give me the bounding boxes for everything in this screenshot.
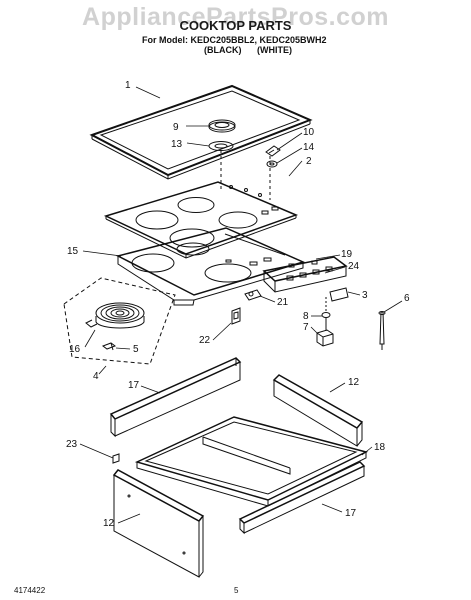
- part-connector: [244, 289, 262, 301]
- callout-8: 8: [303, 311, 309, 322]
- callout-7: 7: [303, 322, 309, 333]
- part-tray-clip: [112, 453, 120, 464]
- element-callout-box: [63, 277, 176, 365]
- diagram-title: COOKTOP PARTS: [179, 18, 292, 33]
- model-line: For Model: KEDC205BBL2, KEDC205BWH2: [142, 35, 327, 45]
- callout-3: 3: [362, 290, 368, 301]
- watermark-text: AppliancePartsPros.com: [82, 3, 389, 31]
- callout-14: 14: [303, 142, 315, 153]
- callout-12-right: 12: [348, 377, 360, 388]
- callout-21: 21: [277, 297, 289, 308]
- callout-6: 6: [404, 293, 410, 304]
- part-control-bracket: [262, 256, 349, 302]
- callout-15: 15: [67, 246, 79, 257]
- part-terminal-rod: [378, 311, 386, 350]
- callout-10: 10: [303, 127, 315, 138]
- callout-5: 5: [133, 344, 139, 355]
- part-side-panel-left: [112, 469, 205, 578]
- callout-19: 19: [341, 249, 353, 260]
- callout-12-left: 12: [103, 518, 115, 529]
- callout-4: 4: [93, 371, 99, 382]
- callout-22: 22: [199, 335, 211, 346]
- part-clips: [265, 145, 281, 200]
- part-front-rail-upper: [109, 357, 242, 438]
- part-number-footer: 4174422: [14, 586, 46, 595]
- callout-17-upper: 17: [128, 380, 140, 391]
- part-side-panel-right: [272, 374, 364, 447]
- part-surface-element: [85, 302, 145, 329]
- callout-2: 2: [306, 156, 312, 167]
- part-switch-and-knob: [316, 297, 334, 347]
- callout-labels: 1 9 13 10 14 2 15 19 24 3 6 21 8 7 22 16…: [66, 80, 410, 529]
- page-number: 5: [234, 586, 239, 595]
- callout-13: 13: [171, 139, 183, 150]
- callout-9: 9: [173, 122, 179, 133]
- callout-18: 18: [374, 442, 386, 453]
- leader-lines: [79, 86, 403, 524]
- part-element-clip: [101, 342, 117, 351]
- part-glass-cooktop: [103, 181, 299, 259]
- part-bracket-clip: [231, 307, 241, 325]
- callout-24: 24: [348, 261, 360, 272]
- variant-black-label: (BLACK): [204, 45, 242, 55]
- callout-16: 16: [69, 344, 81, 355]
- part-front-rail-lower: [238, 461, 366, 535]
- part-burner-box: [115, 227, 306, 306]
- callout-1: 1: [125, 80, 131, 91]
- variant-white-label: (WHITE): [257, 45, 292, 55]
- callout-23: 23: [66, 439, 78, 450]
- part-gasket-frame: [89, 84, 313, 180]
- callout-17-lower: 17: [345, 508, 357, 519]
